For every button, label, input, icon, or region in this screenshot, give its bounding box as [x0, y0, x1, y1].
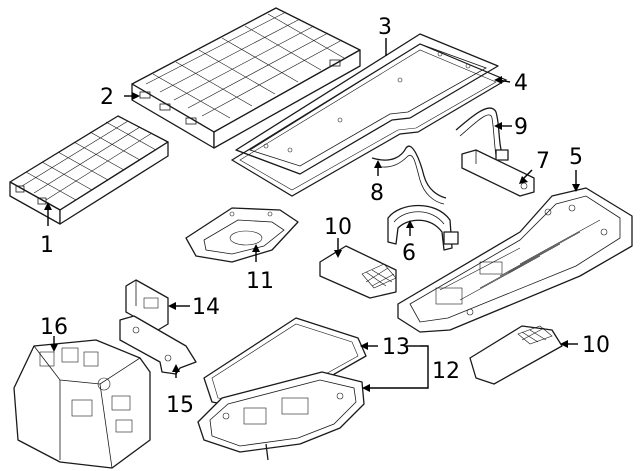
cable-8[interactable]: [371, 145, 447, 205]
callout-12: 12: [432, 359, 460, 384]
callout-11: 11: [246, 269, 274, 294]
callout-4: 4: [514, 71, 528, 96]
callout-10-lower: 10: [582, 333, 610, 358]
callout-8: 8: [370, 181, 384, 206]
battery-lower-tray[interactable]: [397, 187, 633, 333]
callout-9: 9: [514, 115, 528, 140]
cover-gasket[interactable]: [230, 43, 508, 197]
callout-10-upper: 10: [324, 215, 352, 240]
bracket-6[interactable]: [387, 205, 459, 251]
bracket-11[interactable]: [185, 207, 299, 263]
callout-7: 7: [536, 149, 550, 174]
callout-14: 14: [192, 295, 220, 320]
callout-16: 16: [40, 315, 68, 340]
cable-9[interactable]: [455, 107, 509, 161]
callout-2: 2: [100, 85, 114, 110]
bracket-7[interactable]: [461, 149, 535, 197]
lower-gasket-13[interactable]: [203, 317, 367, 413]
battery-module-upper[interactable]: [131, 7, 361, 149]
battery-module-lower[interactable]: [9, 115, 169, 225]
callout-3: 3: [378, 15, 392, 40]
insulation-pad-10-right[interactable]: [469, 325, 563, 385]
callout-5: 5: [569, 145, 583, 170]
callout-15: 15: [166, 393, 194, 418]
insulation-pad-10-left[interactable]: [319, 245, 397, 299]
control-unit-16[interactable]: [13, 339, 151, 469]
lower-housing-12[interactable]: [197, 371, 365, 461]
leader-lines: [44, 38, 580, 392]
callout-6: 6: [402, 241, 416, 266]
callout-labels: 1 2 3 4 5 6 7 8 9 10 10 11 12 13 14 15 1…: [40, 15, 610, 418]
callout-13: 13: [382, 335, 410, 360]
callout-1: 1: [40, 233, 54, 258]
